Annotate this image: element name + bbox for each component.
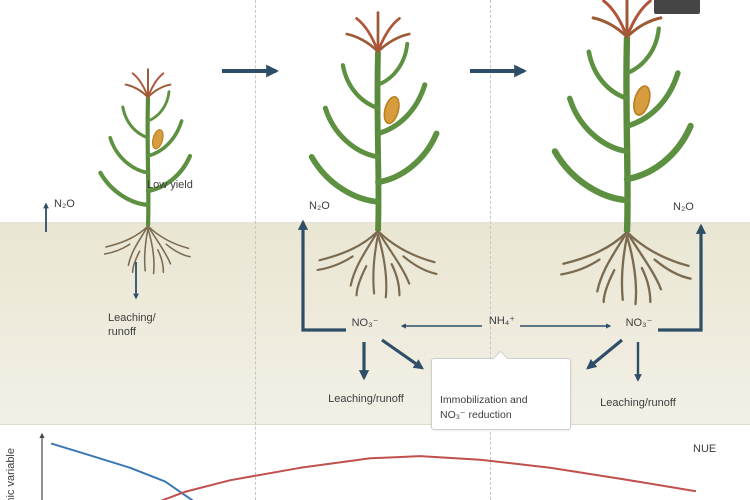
no3-to-immobilization-arrow	[381, 338, 424, 370]
low-yield-label: Low yield	[147, 179, 193, 191]
bottom-chart: Agronomic variable	[5, 432, 697, 500]
top-right-dark-box	[654, 0, 700, 14]
y-axis-label: Agronomic variable	[5, 448, 17, 500]
chart-series-blue-declining-curve	[50, 442, 194, 500]
n2o-label-left: N₂O	[54, 198, 75, 210]
corn-plant-large	[555, 0, 691, 304]
no3-label-right: NO₃⁻	[625, 317, 653, 329]
leaching-label-right: Leaching/runoff	[600, 397, 676, 409]
chart-series-NUE	[160, 455, 697, 500]
nue-legend-label: NUE	[693, 443, 717, 455]
no3-to-immobilization-arrow-right	[586, 338, 624, 370]
n2o-arrow-middle	[297, 219, 346, 332]
flow-arrows	[43, 64, 707, 382]
leaching-label-left: Leaching/ runoff	[108, 312, 156, 339]
immobilization-box: Immobilization and NO₃⁻ reduction	[431, 350, 571, 430]
corn-plant-medium	[312, 13, 437, 298]
no3-label-middle: NO₃⁻	[351, 317, 379, 329]
chart-lines	[50, 442, 697, 500]
panel-divider-right	[490, 0, 491, 500]
panel-divider-left	[255, 0, 256, 500]
n2o-label-right: N₂O	[673, 201, 694, 213]
n2o-arrow-right	[658, 223, 707, 332]
immobilization-text: Immobilization and NO₃⁻ reduction	[440, 394, 528, 421]
nh4-label: NH₄⁺	[488, 315, 516, 327]
leaching-label-middle: Leaching/runoff	[328, 393, 404, 405]
n2o-label-middle: N₂O	[309, 200, 330, 212]
corn-plant-small	[100, 69, 190, 273]
